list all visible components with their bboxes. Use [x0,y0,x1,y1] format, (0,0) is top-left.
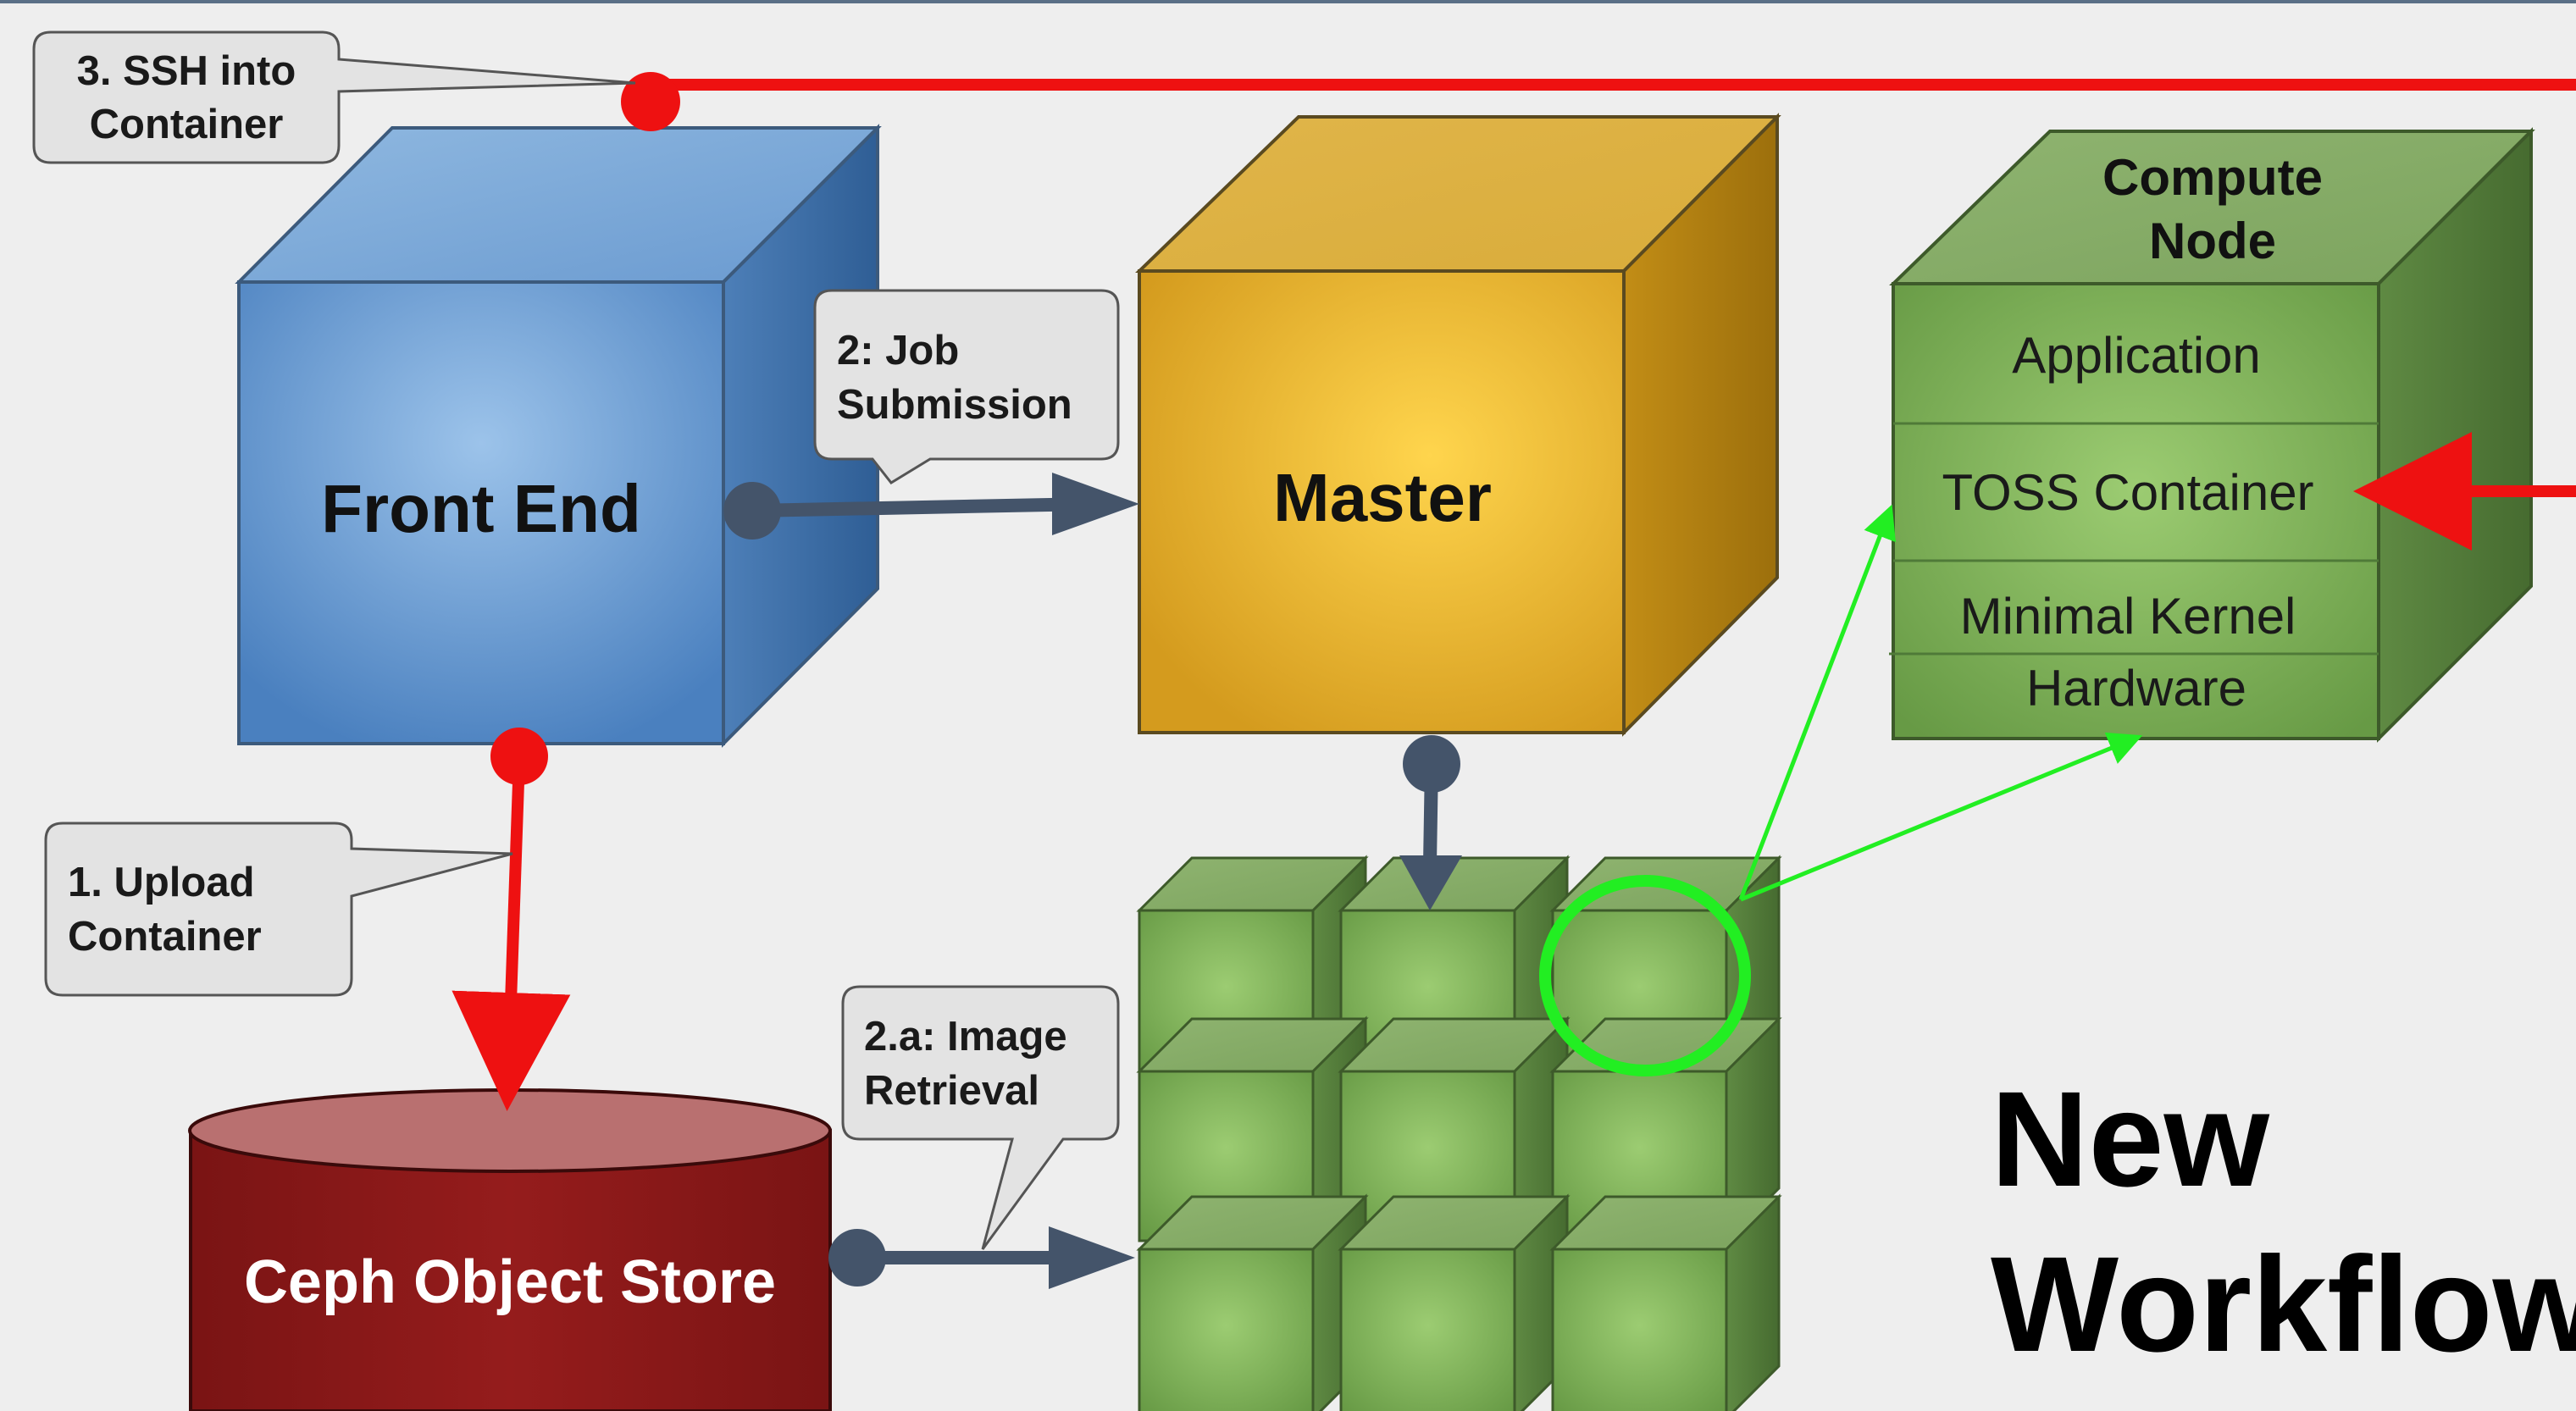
compute-node-title-2: Node [2149,213,2276,269]
compute-node-cube: Compute Node Application TOSS Container … [1889,127,2535,743]
job-submission-origin-dot [723,482,781,540]
callout-job-line1: 2: Job [837,328,959,374]
front-end-label: Front End [321,471,641,546]
callout-upload: 1. Upload Container [44,822,513,997]
callout-job-line2: Submission [837,382,1072,428]
image-retrieval-arrowhead [1049,1226,1135,1289]
front-end-cube: Front End [235,124,882,748]
master-label: Master [1273,460,1492,535]
layer-minimal-kernel: Minimal Kernel [1960,588,2296,645]
cluster-node-8 [1338,1193,1571,1411]
job-submission-line [751,497,1094,517]
expand-line-lower [1740,732,2143,902]
expand-line-upper [1738,504,1896,900]
job-submission-arrowhead [1052,473,1139,535]
cluster-node-5 [1338,1015,1571,1244]
compute-cluster [1136,855,1782,1411]
highlighted-node-circle [1539,875,1751,1076]
ceph-object-store: Ceph Object Store [188,1088,832,1411]
callout-ssh-line1: 3. SSH into [77,48,296,94]
dispatch-arrowhead [1399,855,1462,910]
callout-ssh-line2: Container [90,102,284,147]
compute-node-title-1: Compute [2102,149,2323,206]
upload-arrow-origin-dot [490,728,548,785]
callout-ssh: 3. SSH into Container [32,30,636,164]
ssh-origin-dot [621,72,680,131]
top-border [0,0,2576,3]
layer-toss-container: TOSS Container [1942,464,2313,521]
callout-upload-line2: Container [68,914,262,960]
callout-image-line1: 2.a: Image [864,1014,1067,1060]
upload-arrow [451,757,571,1111]
title-line2: Workflow [1991,1228,2576,1380]
callout-image: 2.a: Image Retrieval [841,985,1120,1250]
callout-image-line2: Retrieval [864,1068,1039,1114]
cluster-node-9 [1549,1193,1782,1411]
callout-upload-line1: 1. Upload [68,860,255,905]
cluster-node-7 [1136,1193,1369,1411]
dispatch-origin-dot [1403,735,1460,793]
callout-job: 2: Job Submission [813,289,1120,484]
ceph-label: Ceph Object Store [244,1248,776,1316]
layer-application: Application [2012,327,2261,384]
image-retrieval-origin-dot [828,1229,886,1286]
title-line1: New [1991,1063,2270,1215]
master-cube: Master [1135,113,1781,737]
layer-hardware: Hardware [2026,660,2246,717]
